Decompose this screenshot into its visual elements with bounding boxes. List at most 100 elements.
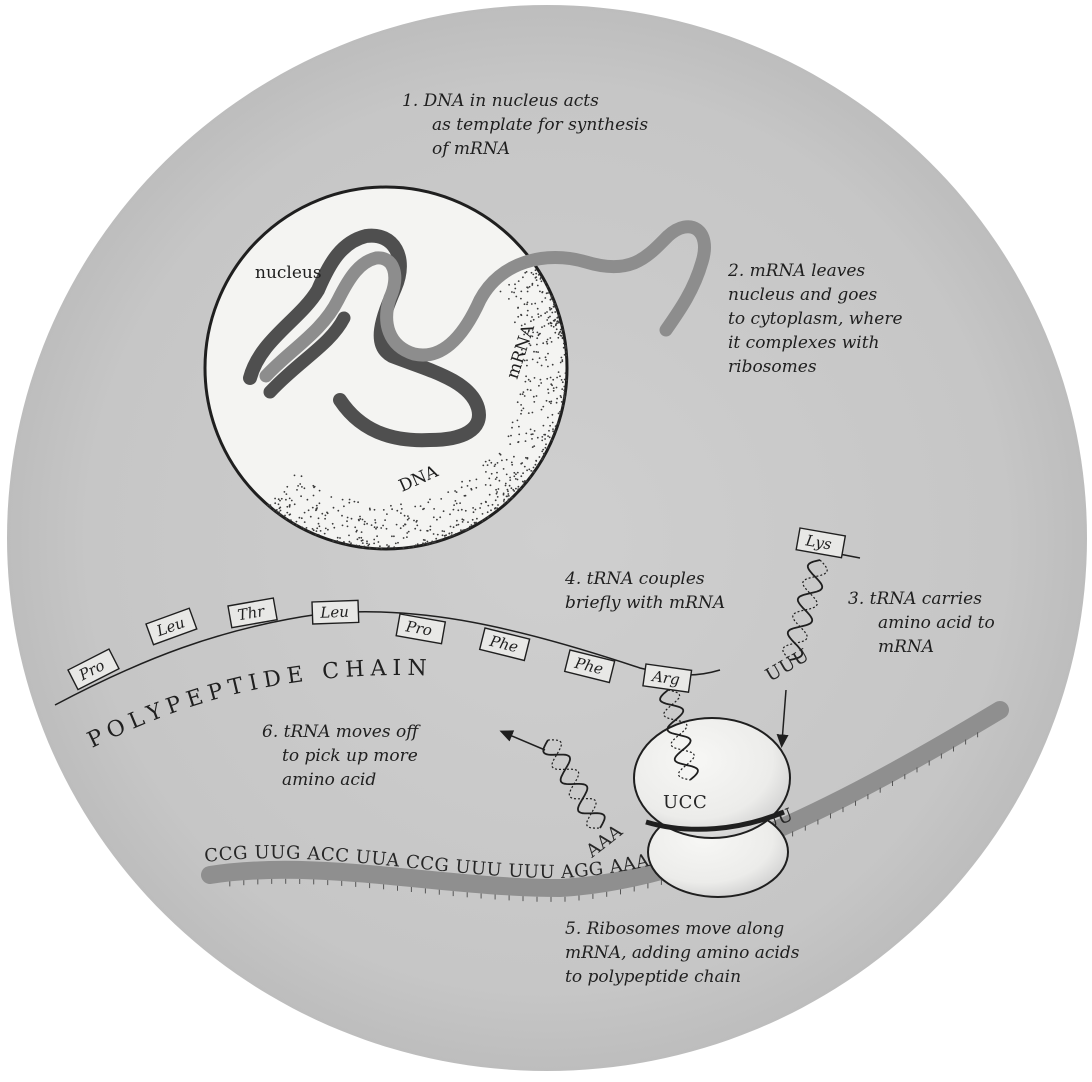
stipple-dot [541,409,543,411]
stipple-dot [536,395,538,397]
stipple-dot [540,382,542,384]
stipple-dot [511,464,513,466]
stipple-dot [337,541,339,543]
stipple-dot [274,502,276,504]
stipple-dot [547,417,549,419]
stipple-dot [558,413,560,415]
stipple-dot [318,534,320,536]
stipple-dot [443,531,445,533]
stipple-dot [359,516,361,518]
stipple-dot [301,475,303,477]
stipple-dot [342,499,344,501]
stipple-dot [289,506,291,508]
stipple-dot [408,547,410,549]
caption-step5-line2: mRNA, adding amino acids [565,943,800,963]
stipple-dot [407,515,409,517]
stipple-dot [541,436,543,438]
stipple-dot [310,516,312,518]
stipple-dot [285,518,287,520]
stipple-dot [327,529,329,531]
stipple-dot [556,398,558,400]
stipple-dot [534,303,536,305]
stipple-dot [290,519,292,521]
stipple-dot [548,430,550,432]
stipple-dot [440,539,442,541]
stipple-dot [558,322,560,324]
stipple-dot [508,498,510,500]
stipple-dot [540,315,542,317]
stipple-dot [391,508,393,510]
stipple-dot [296,524,298,526]
stipple-dot [545,447,547,449]
stipple-dot [518,434,520,436]
stipple-dot [407,519,409,521]
stipple-dot [517,479,519,481]
stipple-dot [547,447,549,449]
stipple-dot [566,380,568,382]
stipple-dot [470,488,472,490]
stipple-dot [531,303,533,305]
stipple-dot [386,528,388,530]
stipple-dot [520,314,522,316]
stipple-dot [369,547,371,549]
stipple-dot [289,498,291,500]
caption-step1-line2: as template for synthesis [432,115,648,135]
stipple-dot [525,440,527,442]
stipple-dot [550,401,552,403]
stipple-dot [426,530,428,532]
stipple-dot [549,316,551,318]
stipple-dot [296,489,298,491]
stipple-dot [381,548,383,550]
stipple-dot [564,354,566,356]
caption-step1-line3: of mRNA [432,139,510,159]
stipple-dot [496,477,498,479]
stipple-dot [433,533,435,535]
stipple-dot [404,515,406,517]
stipple-dot [307,499,309,501]
stipple-dot [561,335,563,337]
stipple-dot [509,479,511,481]
stipple-dot [522,276,524,278]
stipple-dot [537,437,539,439]
stipple-dot [294,503,296,505]
stipple-dot [542,291,544,293]
stipple-dot [327,512,329,514]
stipple-dot [510,435,512,437]
stipple-dot [495,478,497,480]
stipple-dot [369,508,371,510]
stipple-dot [511,291,513,293]
caption-step6-line1: 6. tRNA moves off [262,722,421,742]
stipple-dot [520,298,522,300]
stipple-dot [371,524,373,526]
stipple-dot [504,502,506,504]
stipple-dot [351,518,353,520]
stipple-dot [374,519,376,521]
stipple-dot [449,533,451,535]
stipple-dot [541,365,543,367]
stipple-dot [553,320,555,322]
stipple-dot [280,510,282,512]
stipple-dot [454,490,456,492]
stipple-dot [316,530,318,532]
stipple-dot [538,316,540,318]
stipple-dot [325,528,327,530]
amino-acid-4: Leu [312,600,359,624]
stipple-dot [505,485,507,487]
stipple-dot [537,362,539,364]
stipple-dot [304,512,306,514]
stipple-dot [552,428,554,430]
stipple-dot [508,435,510,437]
stipple-dot [534,377,536,379]
stipple-dot [538,271,540,273]
stipple-dot [528,379,530,381]
stipple-dot [278,498,280,500]
stipple-dot [562,381,564,383]
stipple-dot [552,379,554,381]
stipple-dot [429,542,431,544]
stipple-dot [549,309,551,311]
stipple-dot [489,494,491,496]
stipple-dot [387,546,389,548]
stipple-dot [494,508,496,510]
caption-step3-line2: amino acid to [878,613,995,633]
stipple-dot [433,508,435,510]
